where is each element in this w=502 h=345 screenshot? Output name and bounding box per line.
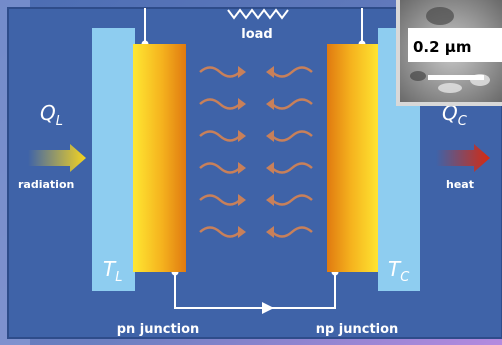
pn-junction-label: pn junction (117, 322, 200, 337)
microscopy-inset: 0.2 µm (396, 0, 502, 106)
wave-arrow-5-2 (271, 194, 313, 206)
wave-arrow-6-1 (199, 226, 241, 238)
np-junction (327, 44, 380, 272)
wave-arrow-2-2 (271, 98, 313, 110)
scale-bar (428, 75, 484, 80)
wave-arrowhead-icon (266, 130, 274, 142)
wave-arrowhead-icon (238, 98, 246, 110)
thermal-photon-waves (199, 66, 313, 238)
pn-junction (133, 44, 186, 272)
wave-arrowhead-icon (266, 226, 274, 238)
scale-label: 0.2 µm (413, 38, 471, 56)
diagram-panel-border (7, 7, 502, 339)
q-l-label: QL (40, 101, 63, 129)
wave-arrowhead-icon (266, 162, 274, 174)
wave-arrow-1-1 (199, 66, 241, 78)
wave-arrowhead-icon (266, 98, 274, 110)
wave-arrowhead-icon (266, 194, 274, 206)
wave-arrowhead-icon (238, 226, 246, 238)
heat-label: heat (446, 178, 474, 191)
wave-arrow-1-2 (271, 66, 313, 78)
wave-arrowhead-icon (238, 130, 246, 142)
q-c-label: QC (442, 101, 468, 129)
wave-arrowhead-icon (238, 66, 246, 78)
left-plate (92, 28, 135, 291)
wave-arrow-3-2 (271, 130, 313, 142)
t-l-label: TL (103, 257, 122, 285)
wave-arrowhead-icon (238, 162, 246, 174)
wave-arrow-4-2 (271, 162, 313, 174)
radiation-arrow-icon (28, 144, 86, 172)
scale-label-box (408, 28, 502, 62)
wave-arrow-2-1 (199, 98, 241, 110)
np-junction-label: np junction (316, 322, 399, 337)
wave-arrow-6-2 (271, 226, 313, 238)
t-c-label: TC (388, 257, 410, 285)
radiation-label: radiation (18, 178, 74, 191)
load-label: load (241, 27, 272, 42)
wave-arrow-3-1 (199, 130, 241, 142)
current-arrow-icon (262, 302, 274, 314)
heat-arrow-icon (436, 144, 490, 172)
wave-arrow-4-1 (199, 162, 241, 174)
wave-arrow-5-1 (199, 194, 241, 206)
wave-arrowhead-icon (238, 194, 246, 206)
wave-arrowhead-icon (266, 66, 274, 78)
